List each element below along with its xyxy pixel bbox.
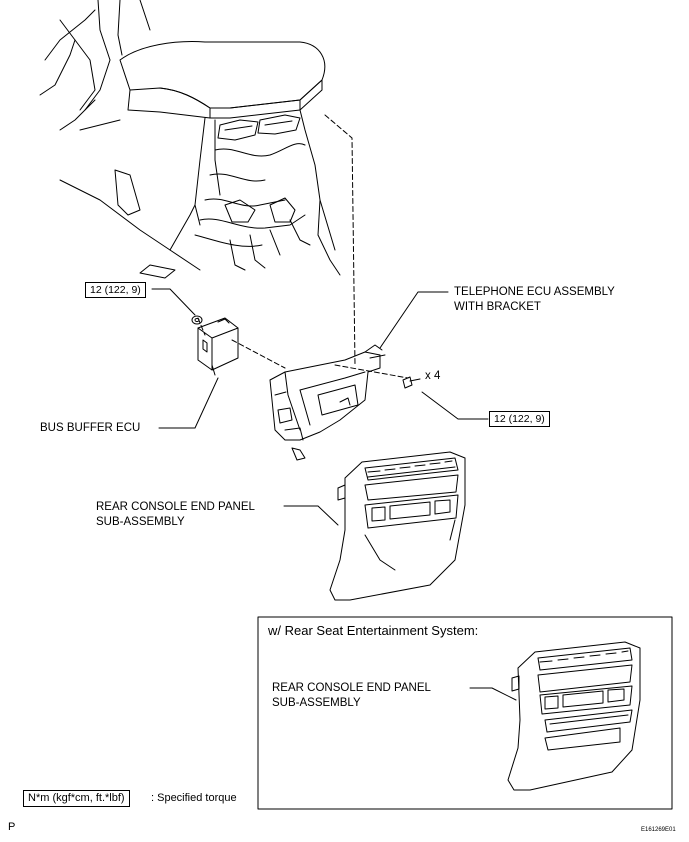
page-letter: P [8,821,16,833]
telephone-ecu-label-line2: WITH BRACKET [454,301,541,313]
inset-console-label-line2: SUB-ASSEMBLY [272,697,361,709]
leader-lines [151,288,517,701]
torque-spec-right: 12 (122, 9) [489,411,550,427]
bus-buffer-ecu-label: BUS BUFFER ECU [40,422,141,434]
alignment-lines [197,114,409,379]
figure-code: E161269E01 [641,827,676,833]
bolt-quantity-label: x 4 [425,370,441,382]
telephone-ecu-label-line1: TELEPHONE ECU ASSEMBLY [454,286,615,298]
rear-console-panel-main [329,451,466,601]
inset-title: w/ Rear Seat Entertainment System: [268,623,479,638]
vehicle-center-console [39,0,341,279]
bolt-part [402,376,421,389]
legend-unit-box: N*m (kgf*cm, ft.*lbf) [23,790,130,807]
bus-buffer-ecu-part [197,317,239,376]
rear-console-label-line1: REAR CONSOLE END PANEL [96,501,255,513]
torque-spec-upper-left: 12 (122, 9) [85,282,146,298]
rear-console-label-line2: SUB-ASSEMBLY [96,516,185,528]
rear-console-panel-inset [507,641,641,791]
telephone-ecu-bracket-part [269,344,386,461]
inset-console-label-line1: REAR CONSOLE END PANEL [272,682,431,694]
inset-frame [257,616,673,810]
nut-upper-left [191,315,203,325]
legend-description: : Specified torque [151,792,237,804]
